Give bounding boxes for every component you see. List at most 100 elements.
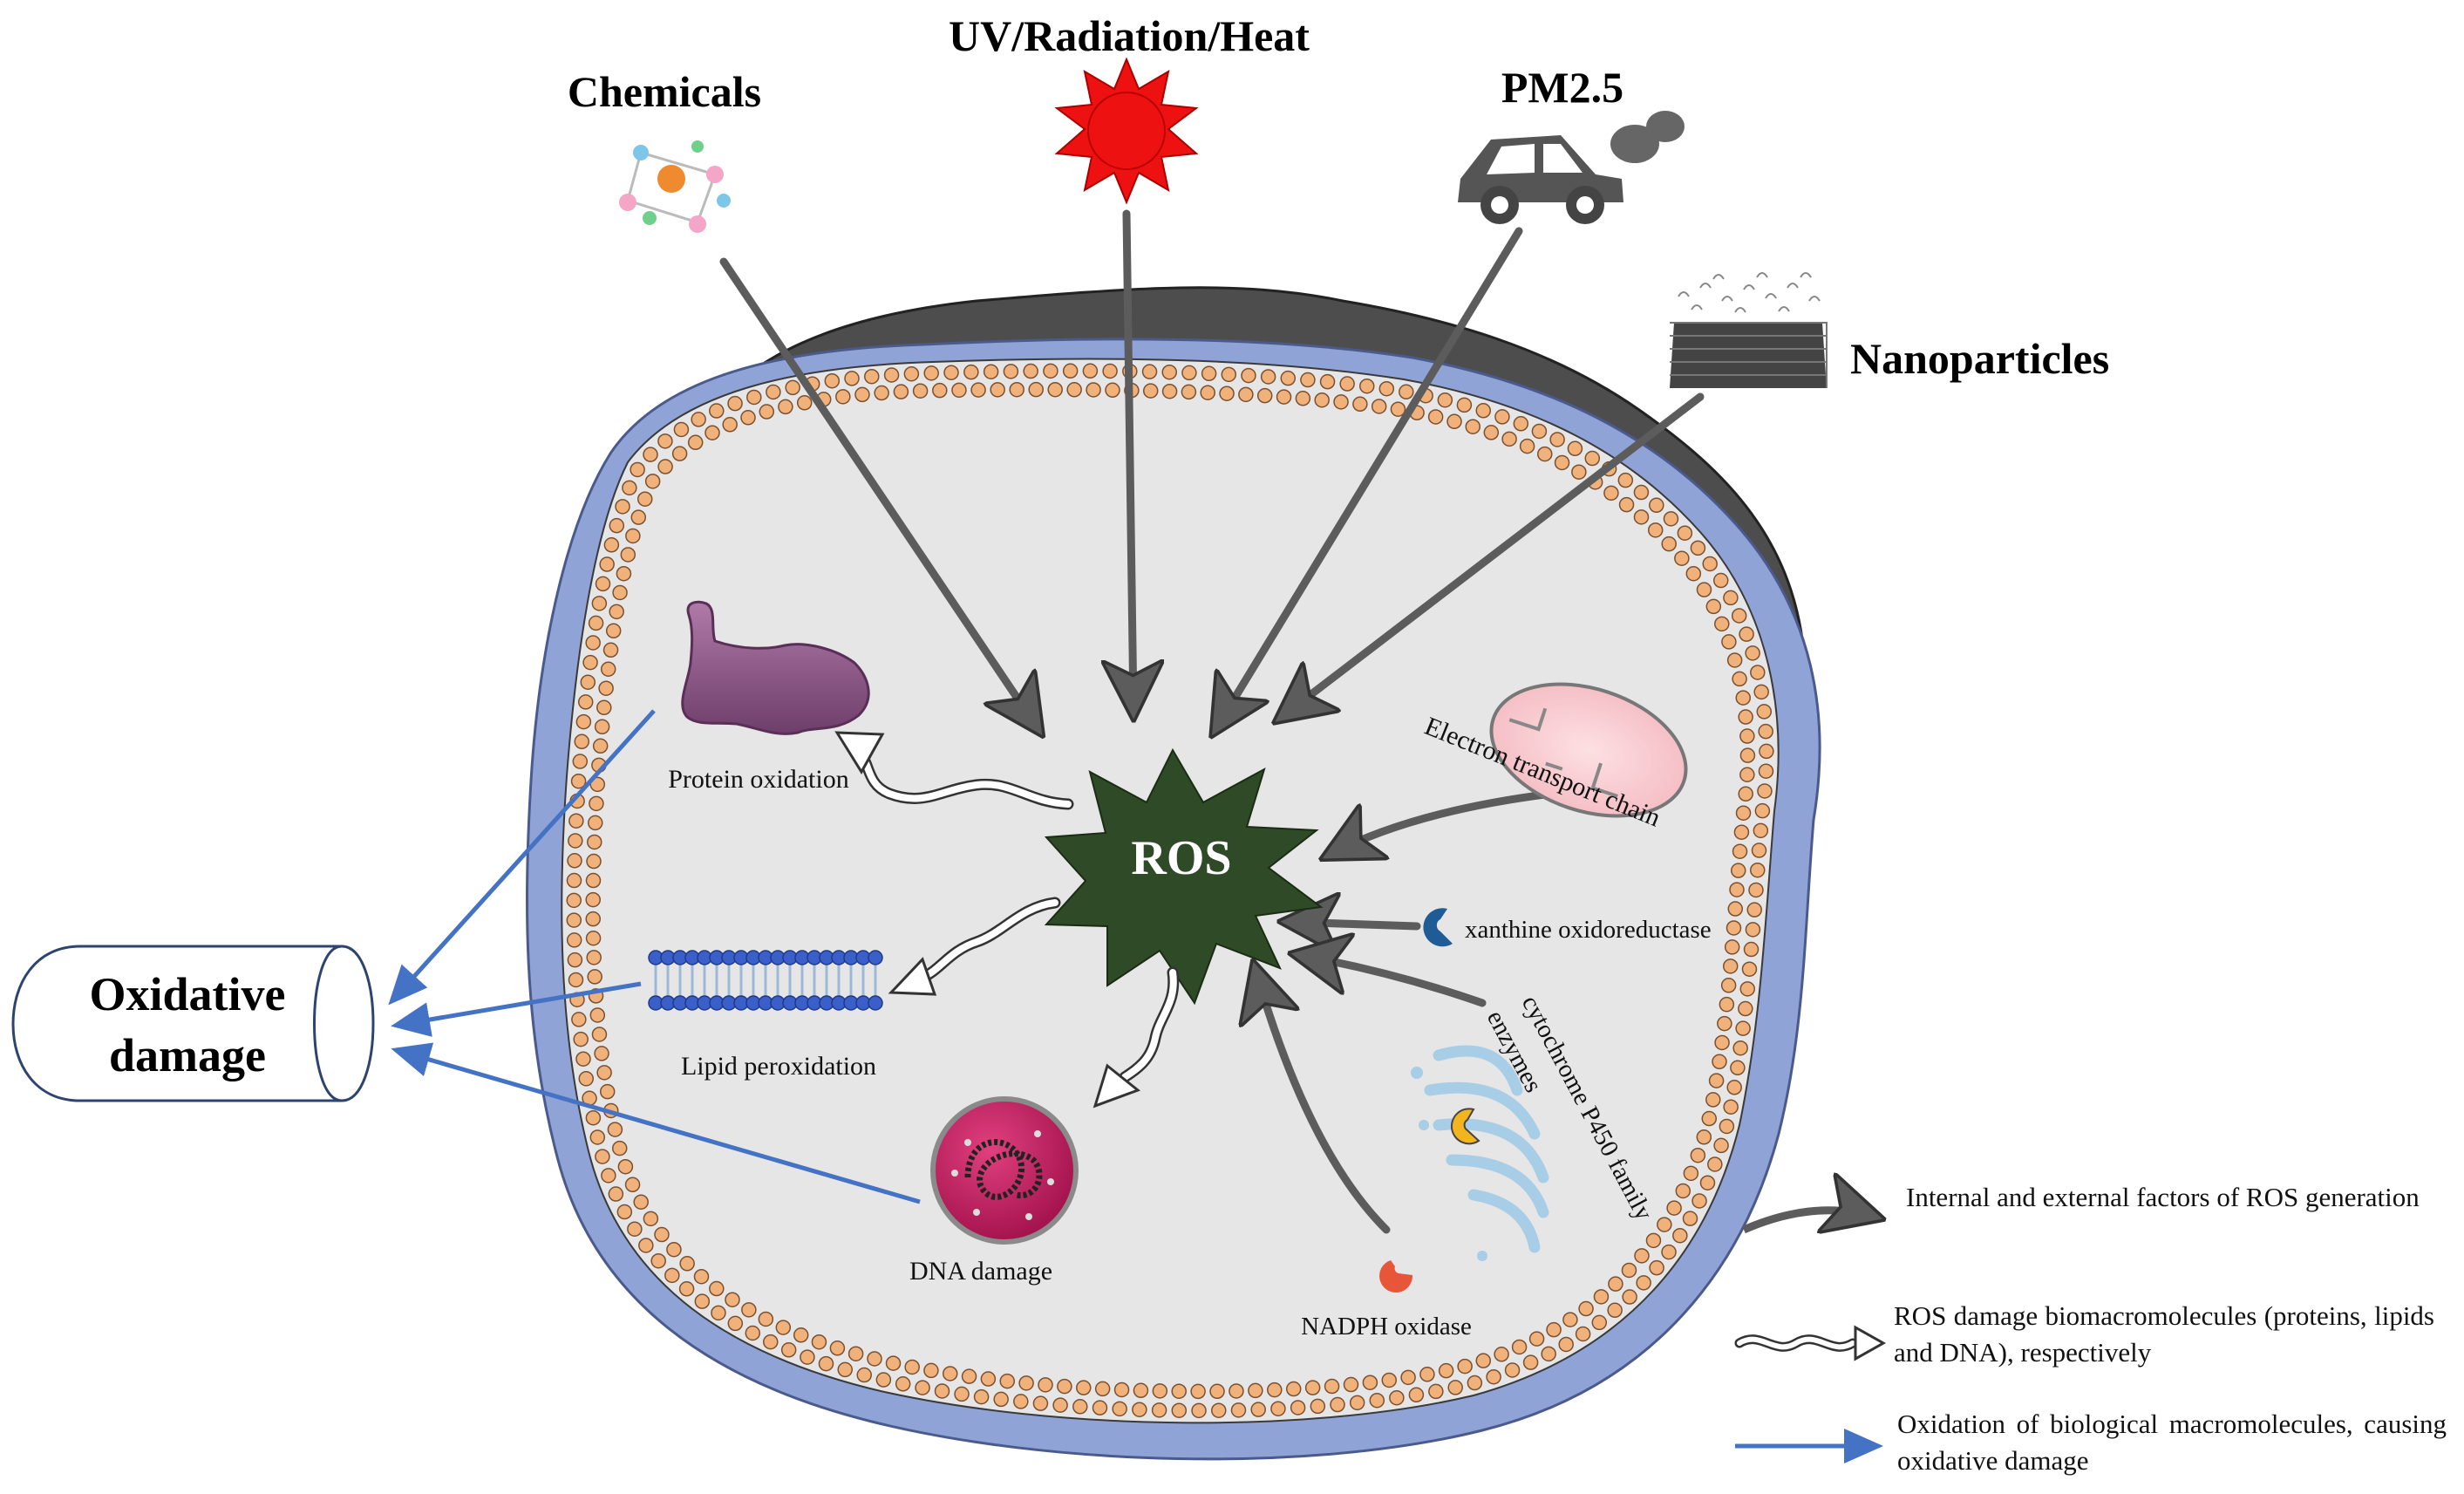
membrane-bead [1256,387,1273,404]
membrane-bead [1546,1321,1562,1338]
membrane-bead [1333,394,1349,410]
membrane-bead [1151,1402,1167,1418]
membrane-bead [1753,684,1769,700]
membrane-bead [1738,709,1753,725]
membrane-bead [1092,1400,1108,1416]
membrane-bead [1738,786,1753,802]
membrane-bead [595,576,611,592]
damage-targets: Protein oxidation Lipid peroxidation DNA… [648,600,1079,1286]
membrane-bead [1349,1395,1365,1411]
membrane-bead [594,1046,609,1061]
nadph-enzyme-icon [1379,1260,1413,1293]
membrane-bead [725,1292,740,1307]
membrane-bead [1241,367,1256,384]
membrane-bead [1575,1326,1591,1342]
membrane-bead [1390,401,1406,417]
membrane-bead [1369,1392,1385,1409]
membrane-bead [1735,690,1752,706]
membrane-bead [1719,1118,1735,1135]
membrane-bead [679,1256,695,1272]
membrane-bead [1754,802,1771,819]
membrane-bead [1324,1378,1340,1395]
legend-wavy-text: ROS damage biomacromolecules (proteins, … [1894,1300,2434,1368]
membrane-bead [1389,1389,1405,1406]
membrane-bead [951,382,967,399]
membrane-bead [624,1177,641,1193]
membrane-bead [600,661,616,677]
xanthine-enzyme-icon [1423,908,1453,947]
membrane-bead [973,1388,990,1405]
damage-arrows [834,731,1180,1109]
lipid-peroxidation-label: Lipid peroxidation [681,1052,876,1081]
membrane-bead [963,364,979,380]
membrane-bead [864,368,880,385]
membrane-bead [673,421,690,438]
membrane-bead [1211,1402,1227,1418]
membrane-bead [1732,671,1747,687]
membrane-bead [1608,1276,1623,1292]
membrane-bead [745,1325,761,1341]
membrane-bead [1675,1183,1691,1199]
membrane-bead [1735,1020,1751,1036]
membrane-bead [644,474,661,489]
membrane-bead [654,1226,670,1243]
membrane-bead [740,410,756,426]
membrane-bead [1209,1383,1225,1400]
membrane-bead [1745,645,1760,661]
membrane-bead [1696,1129,1712,1145]
membrane-bead [961,1368,977,1384]
membrane-bead [620,547,636,563]
ros-burst: ROS [1044,747,1324,1006]
membrane-bead [1634,1248,1650,1264]
membrane-bead [1330,1396,1345,1413]
membrane-bead [1739,728,1755,744]
membrane-bead [589,1007,606,1023]
membrane-bead [885,1355,902,1371]
membrane-bead [591,1027,608,1042]
cyp-enzyme-icon [1450,1108,1480,1145]
membrane-bead [1531,423,1548,440]
membrane-bead [1756,704,1773,720]
membrane-bead [1712,1054,1727,1070]
membrane-bead [993,1391,1009,1408]
membrane-bead [746,389,762,406]
membrane-bead [1721,634,1737,650]
membrane-bead [1052,1397,1068,1413]
membrane-bead [664,1267,680,1284]
dna-damage-label: DNA damage [909,1257,1052,1286]
membrane-bead [599,556,615,572]
membrane-bead [1475,403,1492,419]
membrane-bead [1739,626,1754,642]
membrane-bead [592,738,609,754]
membrane-bead [1759,743,1774,760]
membrane-bead [844,371,860,386]
membrane-bead [601,1168,616,1184]
blue-arrow-dna [391,1042,921,1204]
membrane-bead [567,853,582,869]
oxidation-arrows [388,709,921,1204]
membrane-bead [1132,1402,1147,1417]
membrane-bead [990,382,1005,398]
membrane-bead [1603,485,1619,501]
membrane-bead [1171,1383,1187,1399]
ros-label: ROS [1131,831,1231,885]
membrane-bead [785,379,800,396]
blue-arrow-lipid [391,981,642,1037]
membrane-bead [1726,1080,1742,1095]
membrane-bead [1359,378,1375,394]
membrane-bead [1750,665,1766,680]
membrane-bead [1746,902,1762,918]
membrane-bead [1181,384,1197,400]
membrane-bead [1494,1347,1509,1362]
membrane-bead [847,1346,864,1361]
membrane-bead [1672,1227,1688,1244]
membrane-bead [694,1293,711,1309]
membrane-bead [1062,363,1079,379]
membrane-bead [932,382,948,399]
membrane-bead [1708,1073,1725,1088]
membrane-bead [1730,1060,1746,1076]
membrane-bead [1622,1289,1637,1305]
membrane-bead [954,1386,970,1402]
protein-icon [681,600,870,735]
membrane-bead [589,1129,606,1145]
